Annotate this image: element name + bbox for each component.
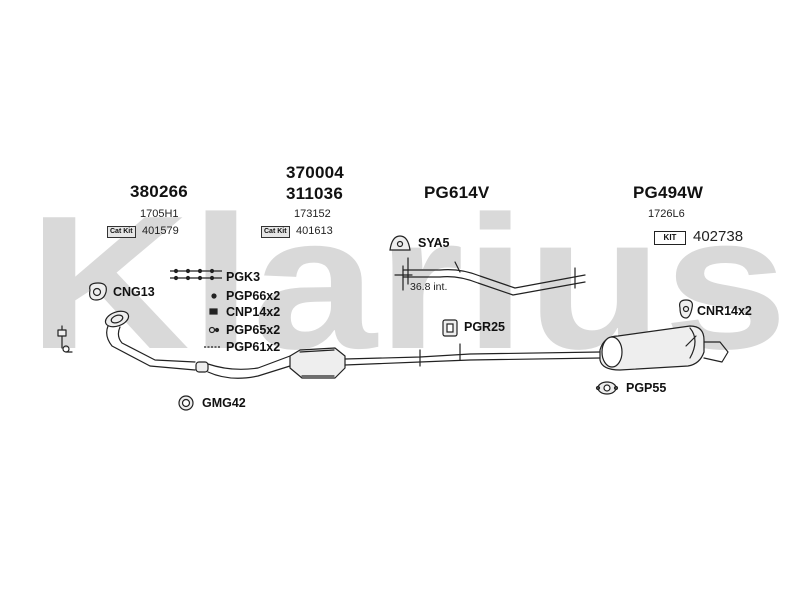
gasket-icon (89, 282, 107, 301)
middle-pipe-a (344, 351, 601, 360)
part-number-370004: 370004 (286, 163, 344, 182)
callout-pgp66: PGP66x2 (226, 289, 281, 303)
ref-code-1705h1: 1705H1 (140, 208, 179, 220)
part-number-pg614v: PG614V (424, 183, 490, 202)
callout-pgp65: PGP65x2 (226, 323, 281, 337)
kit-number-401613: 401613 (296, 225, 333, 237)
middle-pipe-b (344, 357, 601, 366)
nut-icon (211, 293, 217, 299)
callout-pgp55: PGP55 (626, 381, 667, 395)
upper-pipe-section (394, 257, 586, 296)
part-number-380266: 380266 (130, 182, 188, 201)
flange-gasket-icon (595, 381, 619, 395)
callout-pgr25: PGR25 (464, 320, 505, 334)
part-number-pg494w: PG494W (633, 183, 704, 202)
callout-cnp14: CNP14x2 (226, 305, 281, 319)
spring-icon (209, 308, 218, 315)
intermediate-pipe-a (207, 365, 291, 379)
front-downpipe (104, 310, 196, 371)
rear-silencer (599, 325, 729, 371)
callout-sya5: SYA5 (418, 236, 450, 250)
callout-cnr14: CNR14x2 (697, 304, 752, 318)
cat-kit-badge-1: Cat Kit (107, 226, 136, 238)
washer-icon (208, 326, 216, 334)
kit-number-402738: 402738 (693, 228, 744, 245)
rubber-mount-icon (442, 319, 458, 337)
kit-number-401579: 401579 (142, 225, 179, 237)
cat-kit-badge-2: Cat Kit (261, 226, 290, 238)
catalytic-converter (289, 347, 346, 379)
sensor-fitting (57, 325, 73, 353)
part-number-311036: 311036 (286, 184, 343, 203)
clamp-icon (679, 299, 693, 319)
callout-cng13: CNG13 (113, 285, 155, 299)
ref-code-1726l6: 1726L6 (648, 208, 685, 220)
pipe-diameter-note: 36.8 int. (410, 281, 448, 293)
hanger-icon (389, 235, 411, 251)
kit-badge: KIT (654, 231, 686, 245)
bolt-kit-icon (170, 268, 222, 281)
ref-code-173152: 173152 (294, 208, 331, 220)
intermediate-pipe-b (207, 355, 291, 370)
callout-gmg42: GMG42 (202, 396, 246, 410)
callout-pgk3: PGK3 (226, 270, 261, 284)
clamp-joint (195, 361, 209, 373)
callout-pgp61: PGP61x2 (226, 340, 281, 354)
